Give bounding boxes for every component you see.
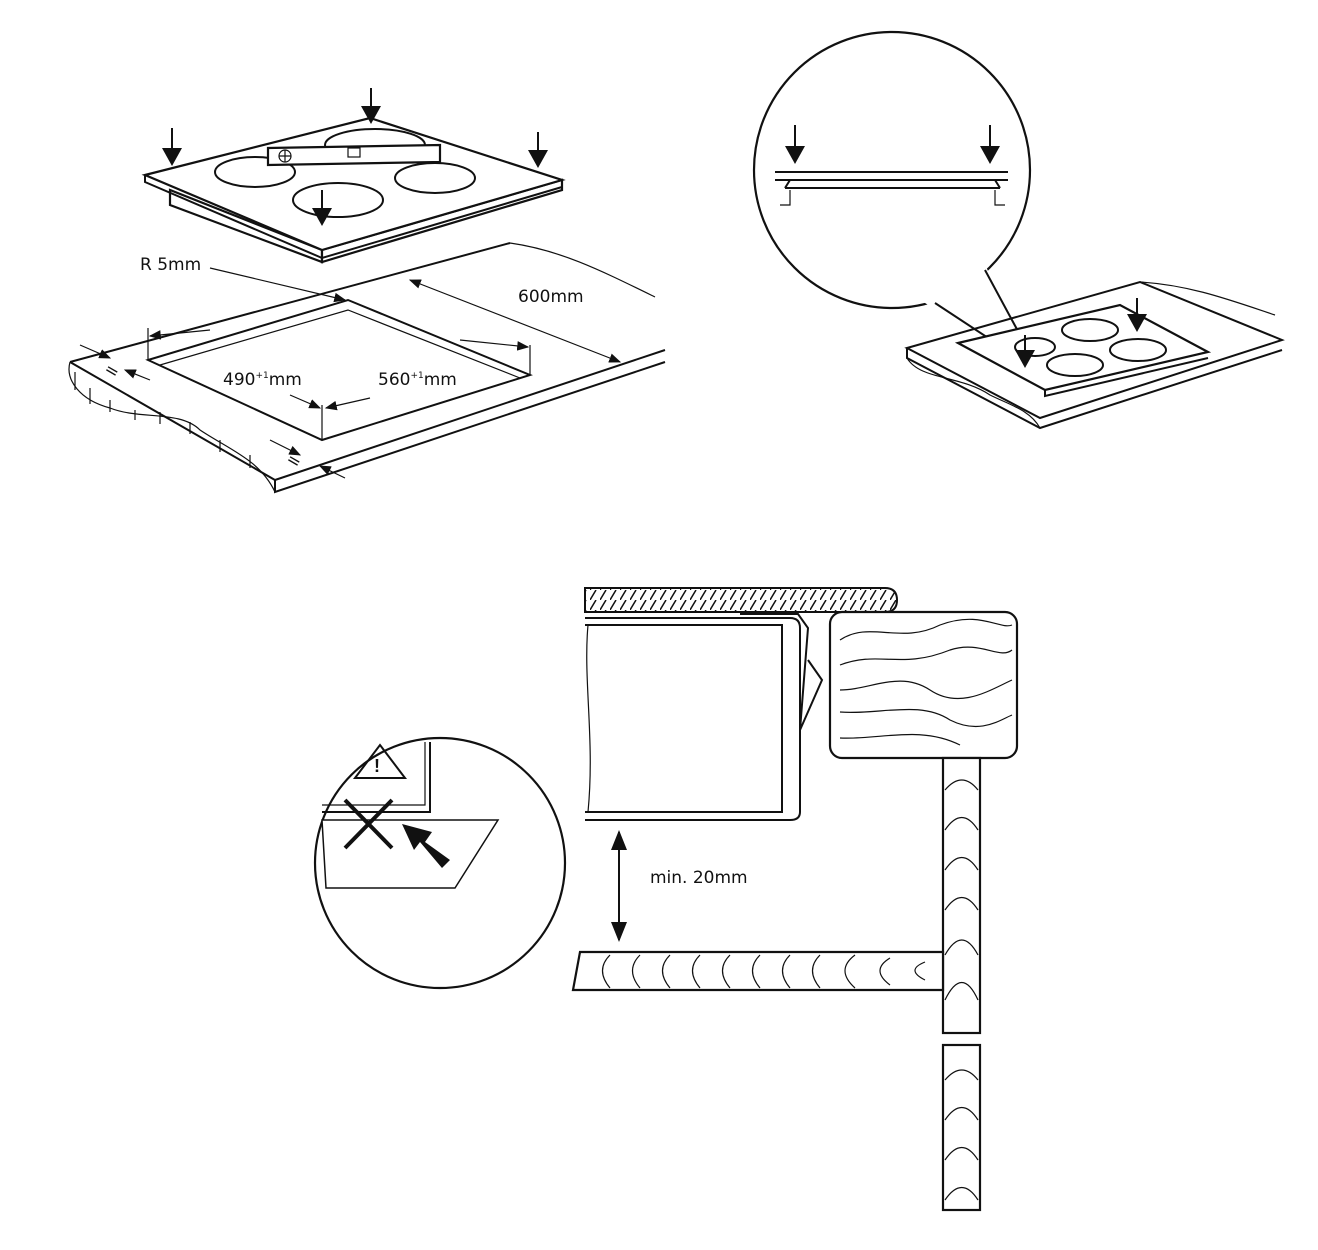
warning-triangle-icon [352,743,408,779]
pointer-arrow-icon [402,824,450,868]
equal-mark-left: = [101,359,123,383]
hob-level-illustration [141,88,566,264]
equal-mark-front: = [283,449,305,473]
exclamation-icon: ! [374,756,380,776]
press-down-arrows [162,88,548,226]
prohibited-x-icon [343,798,394,850]
countertop-cutout-illustration: = = R 5mm 600mm 490+1mm 560+1mm [68,242,666,494]
cutout-depth-label: 490+1mm [223,370,302,390]
cutout-width-label: 560+1mm [378,370,457,390]
clearance-section-illustration: min. 20mm ! [313,587,1019,1212]
radius-label: R 5mm [140,255,201,275]
warning-detail-circle: ! [313,736,567,990]
clearance-label: min. 20mm [650,868,748,888]
seal-detail-illustration [752,30,1285,430]
spirit-level-icon [266,143,442,167]
depth-label: 600mm [518,287,584,307]
